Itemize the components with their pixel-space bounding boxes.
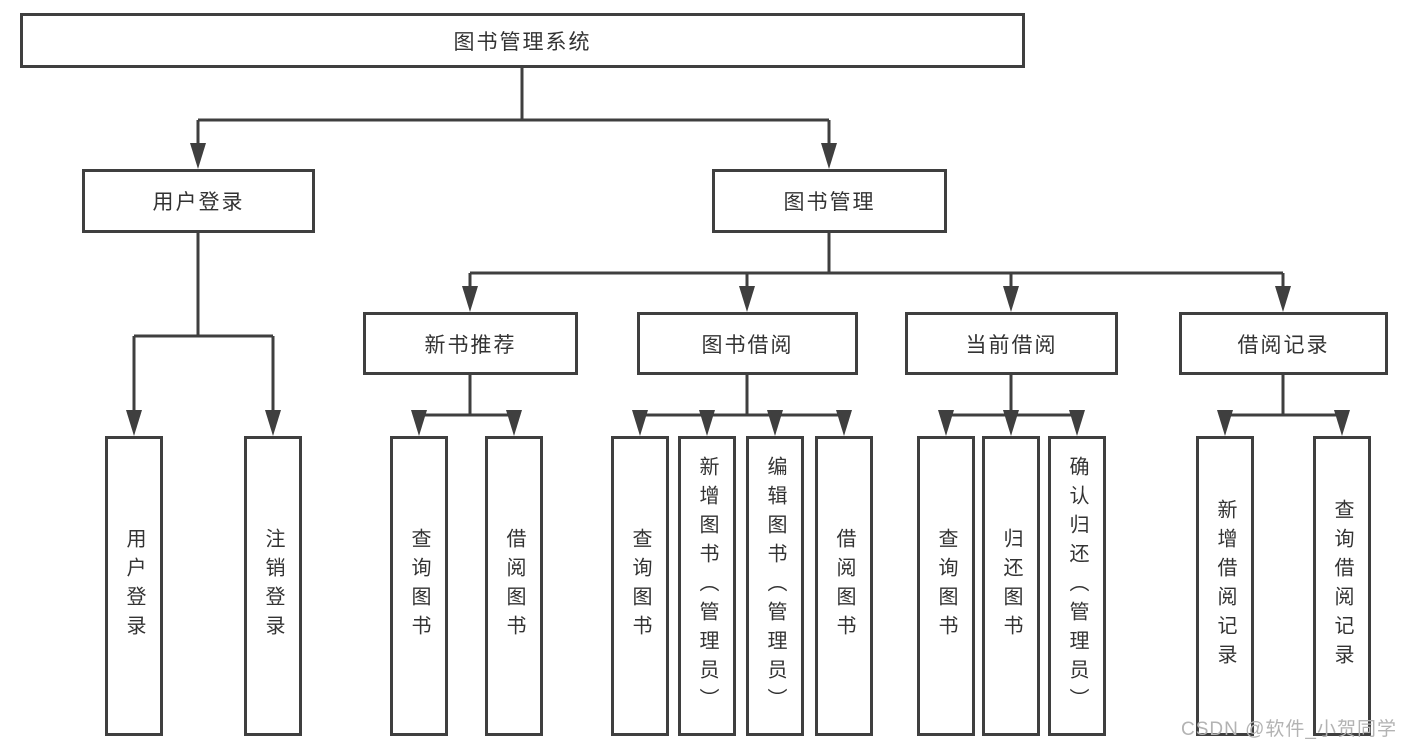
node-label: 当前借阅 xyxy=(965,333,1058,357)
leaf-query-book-newbook: 查询图书 xyxy=(390,436,448,736)
node-new-book-recommend: 新书推荐 xyxy=(363,312,578,375)
leaf-logout-login: 注销登录 xyxy=(244,436,302,736)
node-label: 图书管理 xyxy=(783,191,876,214)
leaf-query-book-borrow: 查询图书 xyxy=(611,436,669,736)
connector-new-book-to-leaves xyxy=(411,375,522,436)
connector-user-login-to-leaves xyxy=(126,233,281,436)
leaf-query-borrow-record: 查询借阅记录 xyxy=(1313,436,1371,736)
node-library-management-system: 图书管理系统 xyxy=(20,13,1025,68)
node-label: 用户登录 xyxy=(152,191,245,214)
connector-current-borrow-to-leaves xyxy=(938,375,1085,436)
leaf-user-login: 用户登录 xyxy=(105,436,163,736)
node-label: 图书借阅 xyxy=(701,333,794,357)
leaf-add-book-admin: 新增图书（管理员） xyxy=(678,436,736,736)
node-user-login: 用户登录 xyxy=(82,169,315,233)
leaf-borrow-book-borrow: 借阅图书 xyxy=(815,436,873,736)
leaf-return-book: 归还图书 xyxy=(982,436,1040,736)
node-borrow-record: 借阅记录 xyxy=(1179,312,1388,375)
node-book-management: 图书管理 xyxy=(712,169,947,233)
leaf-confirm-return-admin: 确认归还（管理员） xyxy=(1048,436,1106,736)
leaf-edit-book-admin: 编辑图书（管理员） xyxy=(746,436,804,736)
watermark: CSDN @软件_小贺同学 xyxy=(1181,719,1397,740)
leaf-query-book-current: 查询图书 xyxy=(917,436,975,736)
node-current-borrow: 当前借阅 xyxy=(905,312,1118,375)
node-label: 图书管理系统 xyxy=(453,30,592,54)
leaf-borrow-book-newbook: 借阅图书 xyxy=(485,436,543,736)
leaf-add-borrow-record: 新增借阅记录 xyxy=(1196,436,1254,736)
node-label: 新书推荐 xyxy=(424,333,517,357)
connector-borrow-record-to-leaves xyxy=(1217,375,1350,436)
connector-book-management-to-level3 xyxy=(462,233,1291,312)
node-label: 借阅记录 xyxy=(1237,333,1330,357)
connector-book-borrow-to-leaves xyxy=(632,375,852,436)
node-book-borrow: 图书借阅 xyxy=(637,312,858,375)
connector-root-to-level2 xyxy=(190,68,837,169)
